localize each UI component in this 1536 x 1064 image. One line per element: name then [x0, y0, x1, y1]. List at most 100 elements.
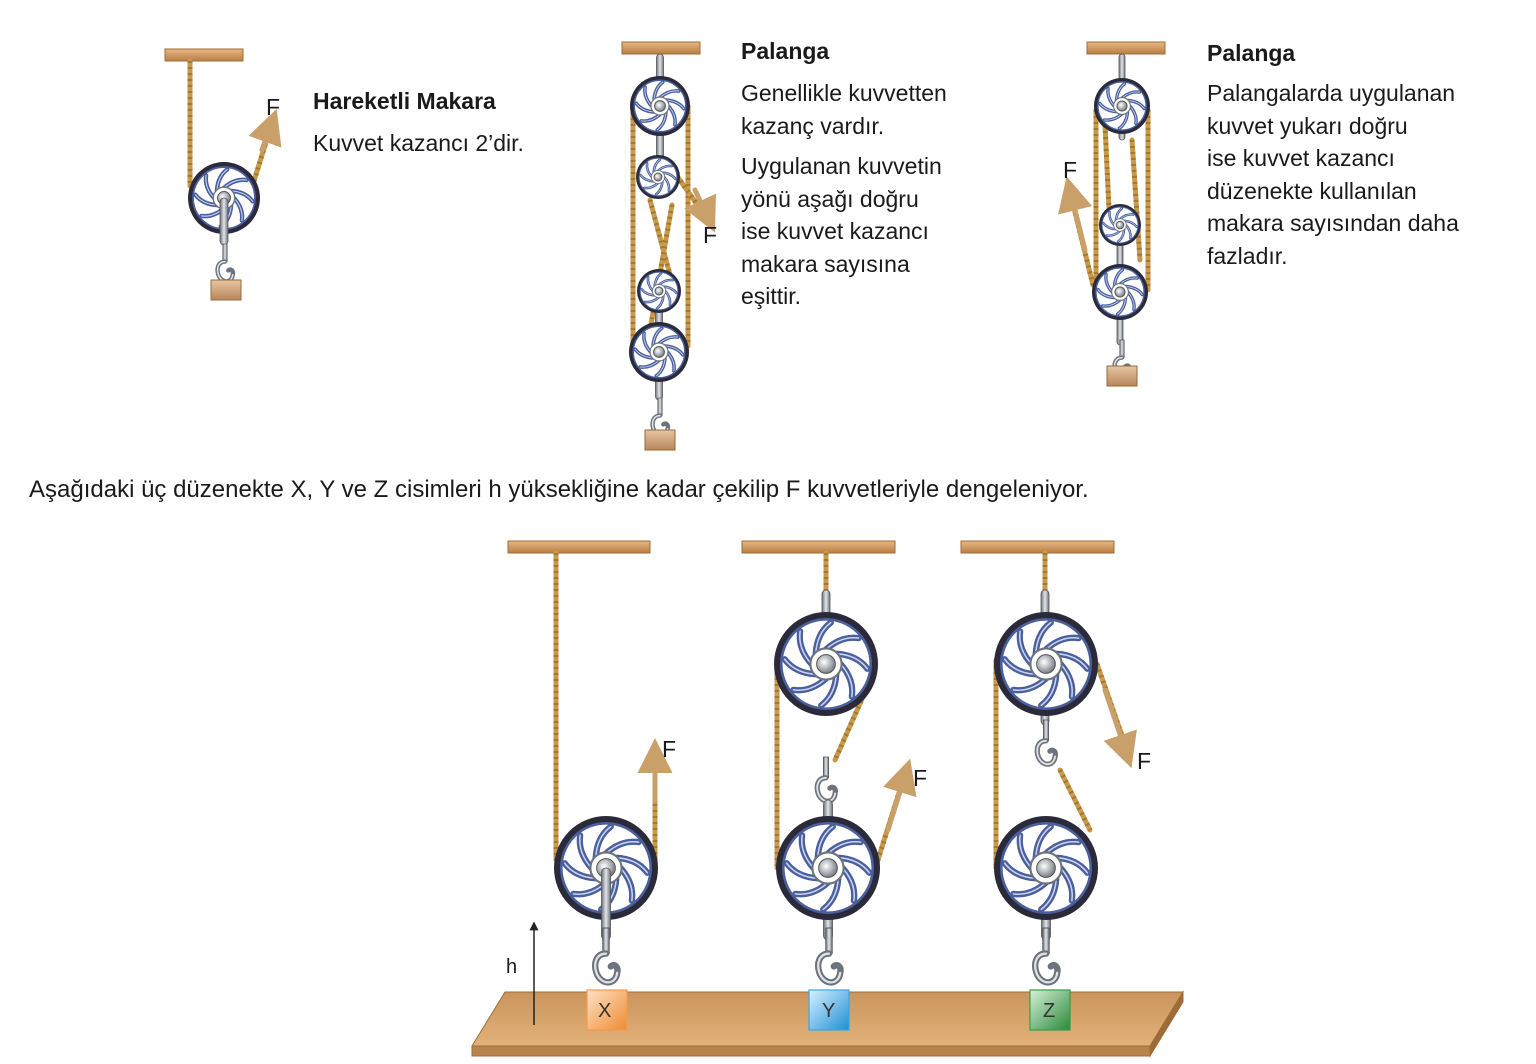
- pulley-spoke-highlight: [644, 296, 660, 303]
- pulley-spoke-highlight: [1117, 228, 1125, 243]
- pulley-spoke-highlight: [1040, 877, 1058, 911]
- pulley-spoke-highlight: [615, 856, 649, 874]
- floor-board-side: [1149, 990, 1184, 1058]
- movable-pulley-title: Hareketli Makara: [313, 88, 496, 114]
- pulley-spoke-highlight: [230, 190, 254, 202]
- pulley-spoke-highlight: [841, 867, 855, 902]
- pulley-spoke-highlight: [814, 621, 832, 655]
- ceiling-bar-x: [507, 540, 651, 554]
- pulley-spoke-highlight: [1102, 299, 1121, 307]
- pulley-spoke-highlight: [1119, 214, 1134, 220]
- pulley-spoke-highlight: [205, 174, 215, 199]
- pulley-spoke-highlight: [820, 673, 838, 707]
- force-arrow-movable: [248, 108, 282, 153]
- line: makara sayısından daha: [1207, 210, 1459, 236]
- pulley-spoke-highlight: [619, 867, 633, 902]
- pulley-spoke-highlight: [825, 637, 860, 651]
- pulley-spoke-highlight: [194, 194, 218, 206]
- pulley-spoke-highlight: [1034, 825, 1052, 859]
- pulley-spoke-highlight: [1059, 867, 1073, 902]
- pulley-spoke-highlight: [605, 841, 640, 855]
- pulley-spoke-highlight: [1055, 856, 1089, 874]
- pulley-spoke-highlight: [655, 181, 663, 195]
- pulley-spoke-highlight: [656, 295, 664, 309]
- pulley-spoke-highlight: [663, 176, 670, 192]
- ceiling-bar-movable: [164, 48, 244, 62]
- pulley-spoke-highlight: [640, 113, 661, 122]
- ceiling-bar-block-down: [621, 41, 701, 55]
- pulley-block-down-1: [630, 76, 690, 136]
- pulley-spoke-highlight: [644, 86, 653, 107]
- pulley-spoke-highlight: [653, 81, 664, 101]
- pulley-spoke-highlight: [1119, 111, 1128, 129]
- pulley-spoke-highlight: [827, 841, 862, 855]
- pulley-spoke-highlight: [1059, 663, 1073, 698]
- pulley-block-up-3: [1092, 264, 1148, 320]
- force-label-y: F: [913, 765, 928, 791]
- force-arrow-block-down: [684, 187, 716, 233]
- pulley-spoke-highlight: [646, 162, 653, 178]
- pulley-spoke-highlight: [1040, 673, 1058, 707]
- force-label-block-up: F: [1063, 157, 1078, 183]
- pulley-spoke-highlight: [1123, 220, 1138, 228]
- pulley-spoke-highlight: [1045, 841, 1080, 855]
- line: Genellikle kuvvetten: [741, 80, 947, 106]
- pulley-spoke-highlight: [1097, 289, 1115, 298]
- hook-icon: [1037, 720, 1055, 764]
- pulley-spoke-highlight: [1102, 222, 1117, 230]
- weight-block-down: [644, 429, 676, 451]
- movable-pulley-text: Kuvvet kazancı 2’dir.: [313, 130, 524, 156]
- pulley-spoke-highlight: [640, 174, 654, 182]
- force-arrow-y: [883, 758, 917, 833]
- pulley-hub: [818, 858, 838, 878]
- pulley-spoke-highlight: [1116, 83, 1125, 101]
- pulley-spoke-highlight: [1012, 677, 1047, 691]
- pulley-spoke-highlight: [655, 357, 666, 377]
- pulley-hub: [1036, 858, 1056, 878]
- pulley-spoke-highlight: [1127, 291, 1135, 310]
- pulley-spoke-highlight: [1055, 652, 1089, 670]
- pulley-spoke-highlight: [794, 881, 829, 895]
- pulley-spoke-highlight: [657, 165, 673, 172]
- pulley-spoke-highlight: [1012, 881, 1047, 895]
- pulley-spoke-highlight: [1127, 100, 1145, 109]
- force-label-z: F: [1137, 748, 1152, 774]
- pulley-spoke-highlight: [1129, 105, 1137, 124]
- rope-block-up-inner2-twist: [1129, 139, 1143, 261]
- pulley-spoke-highlight: [579, 834, 593, 869]
- pulley-spoke-highlight: [783, 658, 817, 676]
- line: fazladır.: [1207, 242, 1288, 269]
- line: kazanç vardır.: [741, 112, 885, 139]
- pulley-spoke-highlight: [563, 862, 597, 880]
- line: yönü aşağı doğru: [741, 185, 919, 212]
- pulley-spoke-highlight: [658, 279, 674, 286]
- pulley-spoke-highlight: [653, 159, 661, 173]
- rope-block-down-cross1-twist: [647, 199, 673, 276]
- ceiling-bar-y: [741, 540, 896, 554]
- pulley-spoke-highlight: [1003, 658, 1037, 676]
- pulley-spoke-highlight: [664, 290, 671, 306]
- pulley-hub: [816, 654, 836, 674]
- pulley-spoke-highlight: [835, 652, 869, 670]
- pulley-block-up-2: [1099, 204, 1141, 246]
- block-up-para: Palangalarda uygulanan kuvvet yukarı doğ…: [1207, 77, 1459, 272]
- force-arrow-block-up: [1058, 176, 1093, 253]
- pulley-spoke-highlight: [1104, 113, 1123, 121]
- force-label-x: F: [662, 736, 677, 762]
- pulley-spoke-highlight: [1003, 862, 1037, 880]
- line: makara sayısına: [741, 250, 910, 277]
- pulley-spoke-highlight: [839, 663, 853, 698]
- pulley-z-top: [994, 612, 1098, 716]
- weight-block-up: [1106, 365, 1138, 387]
- pulley-spoke-highlight: [1115, 207, 1123, 222]
- pulley-spoke-highlight: [643, 332, 652, 353]
- hook-icon: [1035, 928, 1057, 982]
- pulley-y-top: [774, 612, 878, 716]
- pulley-spoke-highlight: [1019, 630, 1033, 665]
- pulley-spoke-highlight: [664, 345, 684, 356]
- pulley-spoke-highlight: [1121, 91, 1140, 99]
- pulley-spoke-highlight: [662, 172, 676, 180]
- pulley-spoke-highlight: [1045, 637, 1080, 651]
- rope-z-inner-twist: [1057, 768, 1093, 832]
- pulley-block-down-4: [629, 322, 689, 382]
